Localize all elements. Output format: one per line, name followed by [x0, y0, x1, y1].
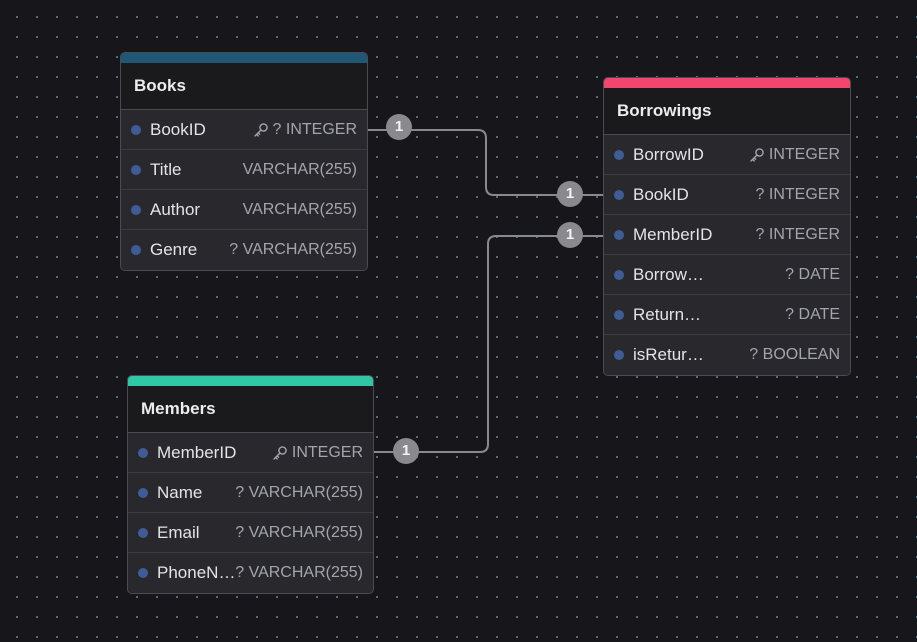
field-type: ? DATE [785, 266, 840, 283]
field-type: ? INTEGER [755, 186, 840, 203]
field-type-group: ? INTEGER [756, 175, 840, 215]
table-borrowings[interactable]: Borrowings BorrowID INTEGER BookID ? INTEGE… [603, 77, 851, 376]
field-row[interactable]: MemberID INTEGER [128, 433, 373, 473]
field-list: MemberID INTEGER Name ? VARCHAR(255) Email ? … [128, 433, 373, 593]
field-type-group: ? VARCHAR(255) [229, 230, 357, 270]
field-name: Name [157, 483, 203, 502]
field-row[interactable]: ReturnDate ? DATE [604, 295, 850, 335]
field-type: ? VARCHAR(255) [235, 484, 363, 501]
field-type: ? INTEGER [272, 121, 357, 138]
table-accent-bar [121, 53, 367, 63]
field-name: MemberID [633, 225, 713, 244]
field-type: ? VARCHAR(255) [235, 524, 363, 541]
field-row[interactable]: Genre ? VARCHAR(255) [121, 230, 367, 270]
field-type: ? VARCHAR(255) [235, 564, 363, 581]
relationship-books-borrowings-edge[interactable] [368, 129, 603, 196]
field-type-group: VARCHAR(255) [243, 190, 357, 230]
field-handle-dot[interactable] [614, 190, 624, 200]
field-name: isReturned [633, 345, 713, 364]
key-icon [273, 446, 287, 460]
field-row[interactable]: BookID ? INTEGER [121, 110, 367, 150]
field-handle-dot[interactable] [138, 448, 148, 458]
field-handle-dot[interactable] [131, 165, 141, 175]
field-type-group: VARCHAR(255) [243, 150, 357, 190]
field-type: INTEGER [768, 146, 840, 163]
field-type: ? VARCHAR(255) [229, 241, 357, 258]
field-name: Email [157, 523, 200, 542]
field-type-group: INTEGER [749, 135, 840, 175]
field-row[interactable]: BorrowID INTEGER [604, 135, 850, 175]
field-handle-dot[interactable] [131, 245, 141, 255]
field-row[interactable]: isReturned ? BOOLEAN [604, 335, 850, 375]
field-row[interactable]: Name ? VARCHAR(255) [128, 473, 373, 513]
field-name: BookID [150, 120, 206, 139]
cardinality-badge-books-bookid: 1 [386, 114, 412, 140]
field-type-group: ? INTEGER [756, 215, 840, 255]
table-accent-bar [128, 376, 373, 386]
field-type-group: ? VARCHAR(255) [235, 513, 363, 553]
cardinality-badge-borrowings-bookid: 1 [557, 181, 583, 207]
field-row[interactable]: MemberID ? INTEGER [604, 215, 850, 255]
field-name: BorrowDate [633, 265, 713, 284]
field-name: Genre [150, 240, 198, 259]
field-handle-dot[interactable] [614, 150, 624, 160]
field-handle-dot[interactable] [138, 528, 148, 538]
field-name: BookID [633, 185, 689, 204]
table-members[interactable]: Members MemberID INTEGER Name ? VARCHAR(255… [127, 375, 374, 594]
field-name: PhoneNumber [157, 563, 237, 582]
field-handle-dot[interactable] [131, 125, 141, 135]
field-type: ? BOOLEAN [749, 346, 840, 363]
field-handle-dot[interactable] [614, 350, 624, 360]
field-row[interactable]: BorrowDate ? DATE [604, 255, 850, 295]
field-row[interactable]: Title VARCHAR(255) [121, 150, 367, 190]
field-handle-dot[interactable] [131, 205, 141, 215]
table-title[interactable]: Members [128, 386, 373, 433]
field-handle-dot[interactable] [138, 568, 148, 578]
field-name: ReturnDate [633, 305, 713, 324]
table-accent-bar [604, 78, 850, 88]
field-type: ? INTEGER [755, 226, 840, 243]
key-icon [253, 123, 268, 137]
table-title[interactable]: Borrowings [604, 88, 850, 135]
field-type-group: ? BOOLEAN [749, 335, 840, 375]
table-title[interactable]: Books [121, 63, 367, 110]
field-row[interactable]: Email ? VARCHAR(255) [128, 513, 373, 553]
field-row[interactable]: Author VARCHAR(255) [121, 190, 367, 230]
field-list: BorrowID INTEGER BookID ? INTEGER MemberID ? … [604, 135, 850, 375]
field-name: Author [150, 200, 201, 219]
field-name: Title [150, 160, 182, 179]
field-type: INTEGER [291, 444, 363, 461]
field-type-group: ? INTEGER [253, 110, 357, 150]
field-handle-dot[interactable] [614, 270, 624, 280]
field-type-group: ? DATE [785, 295, 840, 335]
cardinality-badge-members-memberid: 1 [393, 438, 419, 464]
field-type-group: INTEGER [272, 433, 363, 473]
field-type: VARCHAR(255) [242, 201, 357, 218]
field-type: VARCHAR(255) [242, 161, 357, 178]
field-handle-dot[interactable] [614, 230, 624, 240]
field-type-group: ? VARCHAR(255) [235, 553, 363, 593]
field-handle-dot[interactable] [138, 488, 148, 498]
field-name: MemberID [157, 443, 237, 462]
field-type-group: ? VARCHAR(255) [235, 473, 363, 513]
field-name: BorrowID [633, 145, 704, 164]
field-type: ? DATE [785, 306, 840, 323]
field-handle-dot[interactable] [614, 310, 624, 320]
field-row[interactable]: PhoneNumber? VARCHAR(255) [128, 553, 373, 593]
field-type-group: ? DATE [785, 255, 840, 295]
cardinality-badge-borrowings-memberid: 1 [557, 222, 583, 248]
key-icon [750, 148, 764, 162]
relationship-members-borrowings-edge[interactable] [373, 235, 603, 453]
field-row[interactable]: BookID ? INTEGER [604, 175, 850, 215]
